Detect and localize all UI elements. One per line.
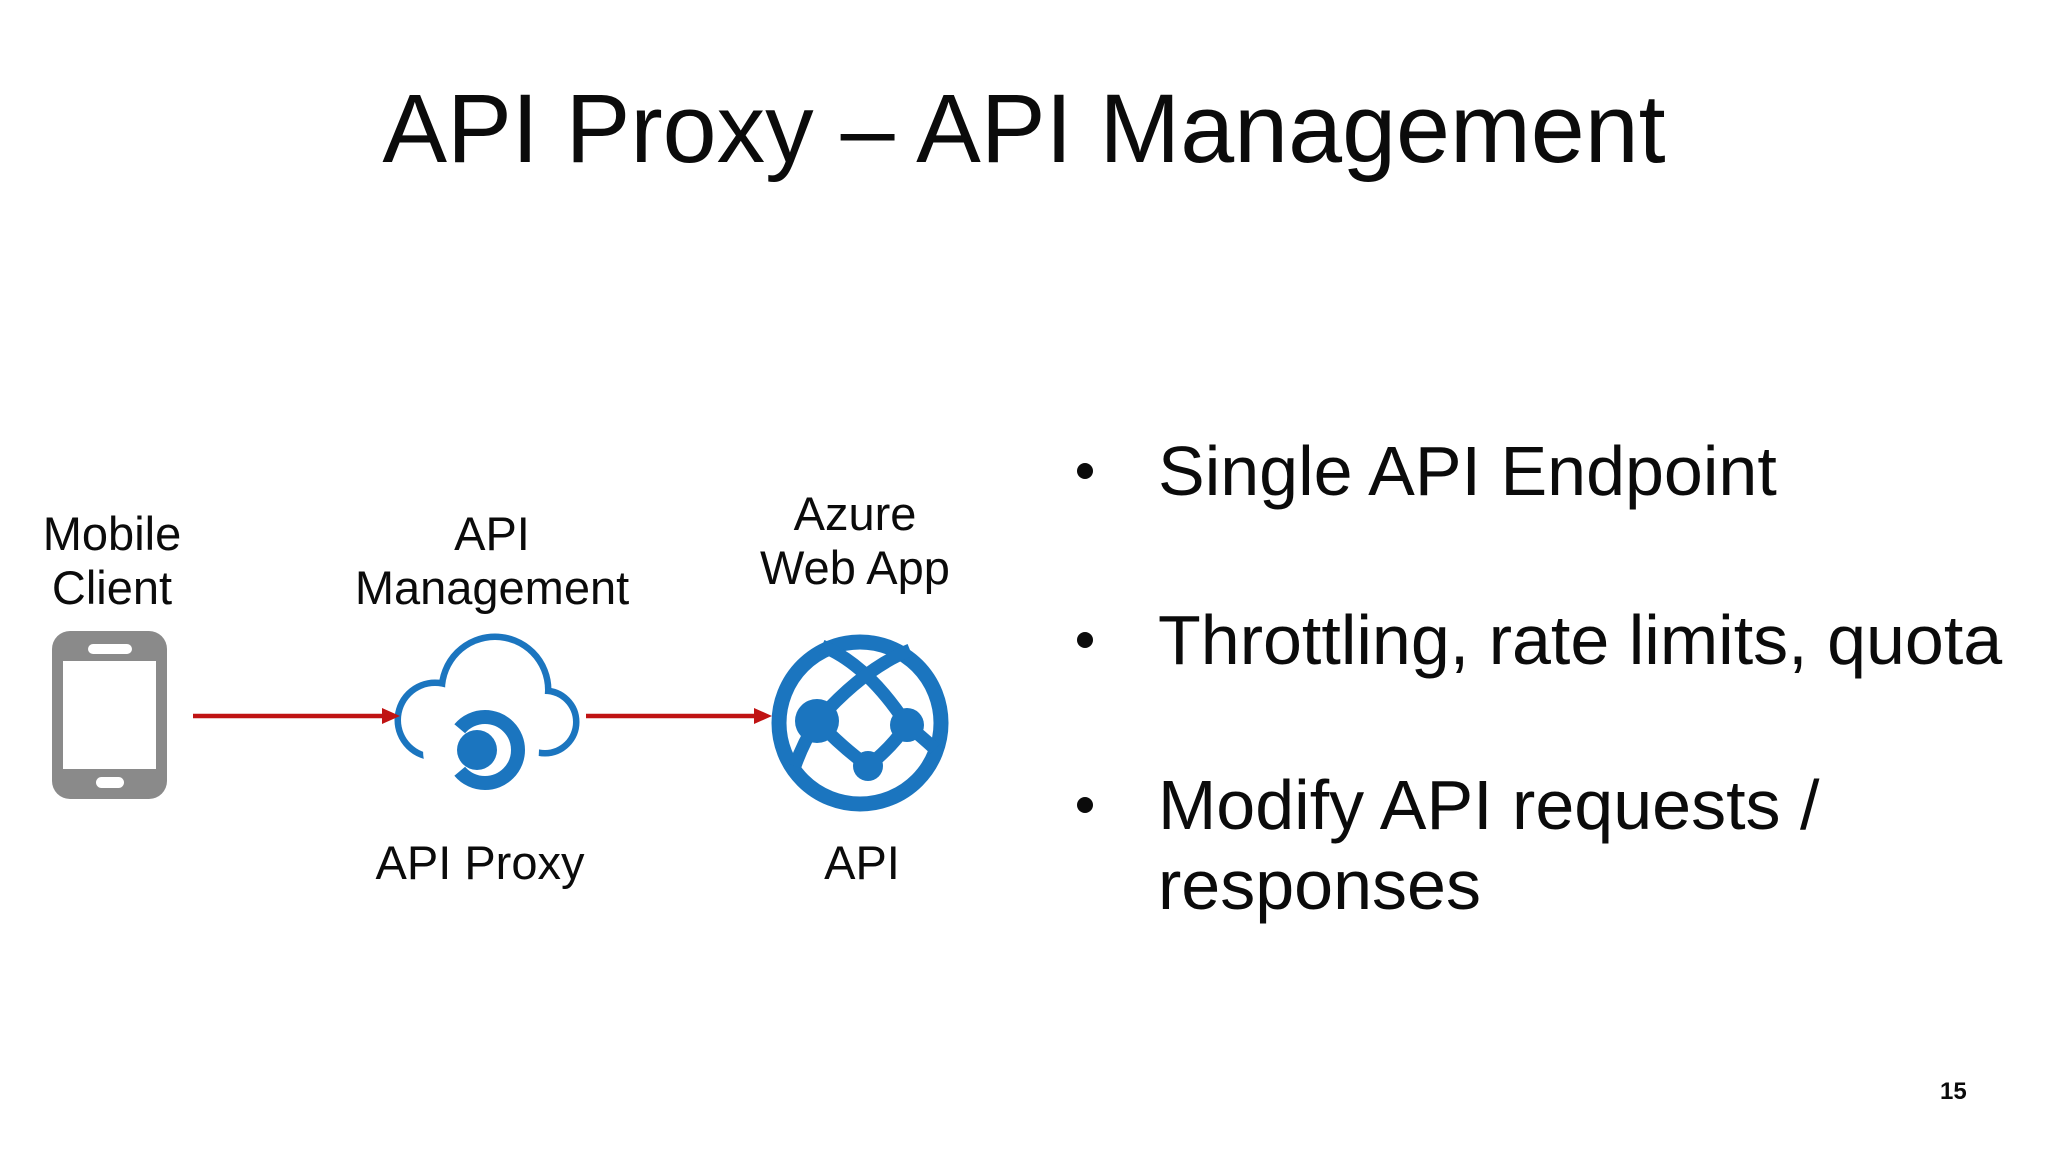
azure-web-app-globe-icon xyxy=(771,634,949,812)
bullet-text: Throttling, rate limits, quota xyxy=(1158,600,2002,680)
bullet-line: Modify API requests / xyxy=(1158,766,1820,844)
bullet-text: Modify API requests / responses xyxy=(1158,765,1819,925)
label-azure-web-app: Azure Web App xyxy=(755,487,955,595)
bullet-single-api-endpoint: Single API Endpoint xyxy=(1077,431,2037,511)
bullet-dot-icon xyxy=(1077,632,1093,648)
label-api-management-line1: API xyxy=(454,507,530,560)
arrow-apim-to-webapp-icon xyxy=(586,708,772,724)
api-management-cloud-icon xyxy=(394,633,580,808)
label-api-management-line2: Management xyxy=(354,561,630,614)
bullet-line: Throttling, rate limits, quota xyxy=(1158,601,2003,679)
label-mobile-client-line1: Mobile xyxy=(42,507,182,560)
mobile-phone-icon xyxy=(52,631,167,799)
page-number: 15 xyxy=(1940,1078,1967,1105)
bullet-line: responses xyxy=(1158,846,1481,924)
bullet-dot-icon xyxy=(1077,463,1093,479)
bullet-throttling-rate-limits-quota: Throttling, rate limits, quota xyxy=(1077,600,2037,680)
bullet-text: Single API Endpoint xyxy=(1158,431,1777,511)
bullet-modify-api-requests-responses: Modify API requests / responses xyxy=(1077,765,2037,925)
caption-api: API xyxy=(824,836,900,889)
bullet-dot-icon xyxy=(1077,797,1093,813)
label-mobile-client-line2: Client xyxy=(51,561,173,614)
slide-title: API Proxy – API Management xyxy=(382,74,1666,183)
bullet-line: Single API Endpoint xyxy=(1158,432,1777,510)
caption-api-proxy: API Proxy xyxy=(375,836,585,889)
label-mobile-client: Mobile Client xyxy=(12,507,212,615)
label-api-management: API Management xyxy=(330,507,654,615)
arrow-client-to-apim-icon xyxy=(193,708,400,724)
label-azure-web-app-line1: Azure xyxy=(793,487,917,540)
label-azure-web-app-line2: Web App xyxy=(760,541,950,594)
